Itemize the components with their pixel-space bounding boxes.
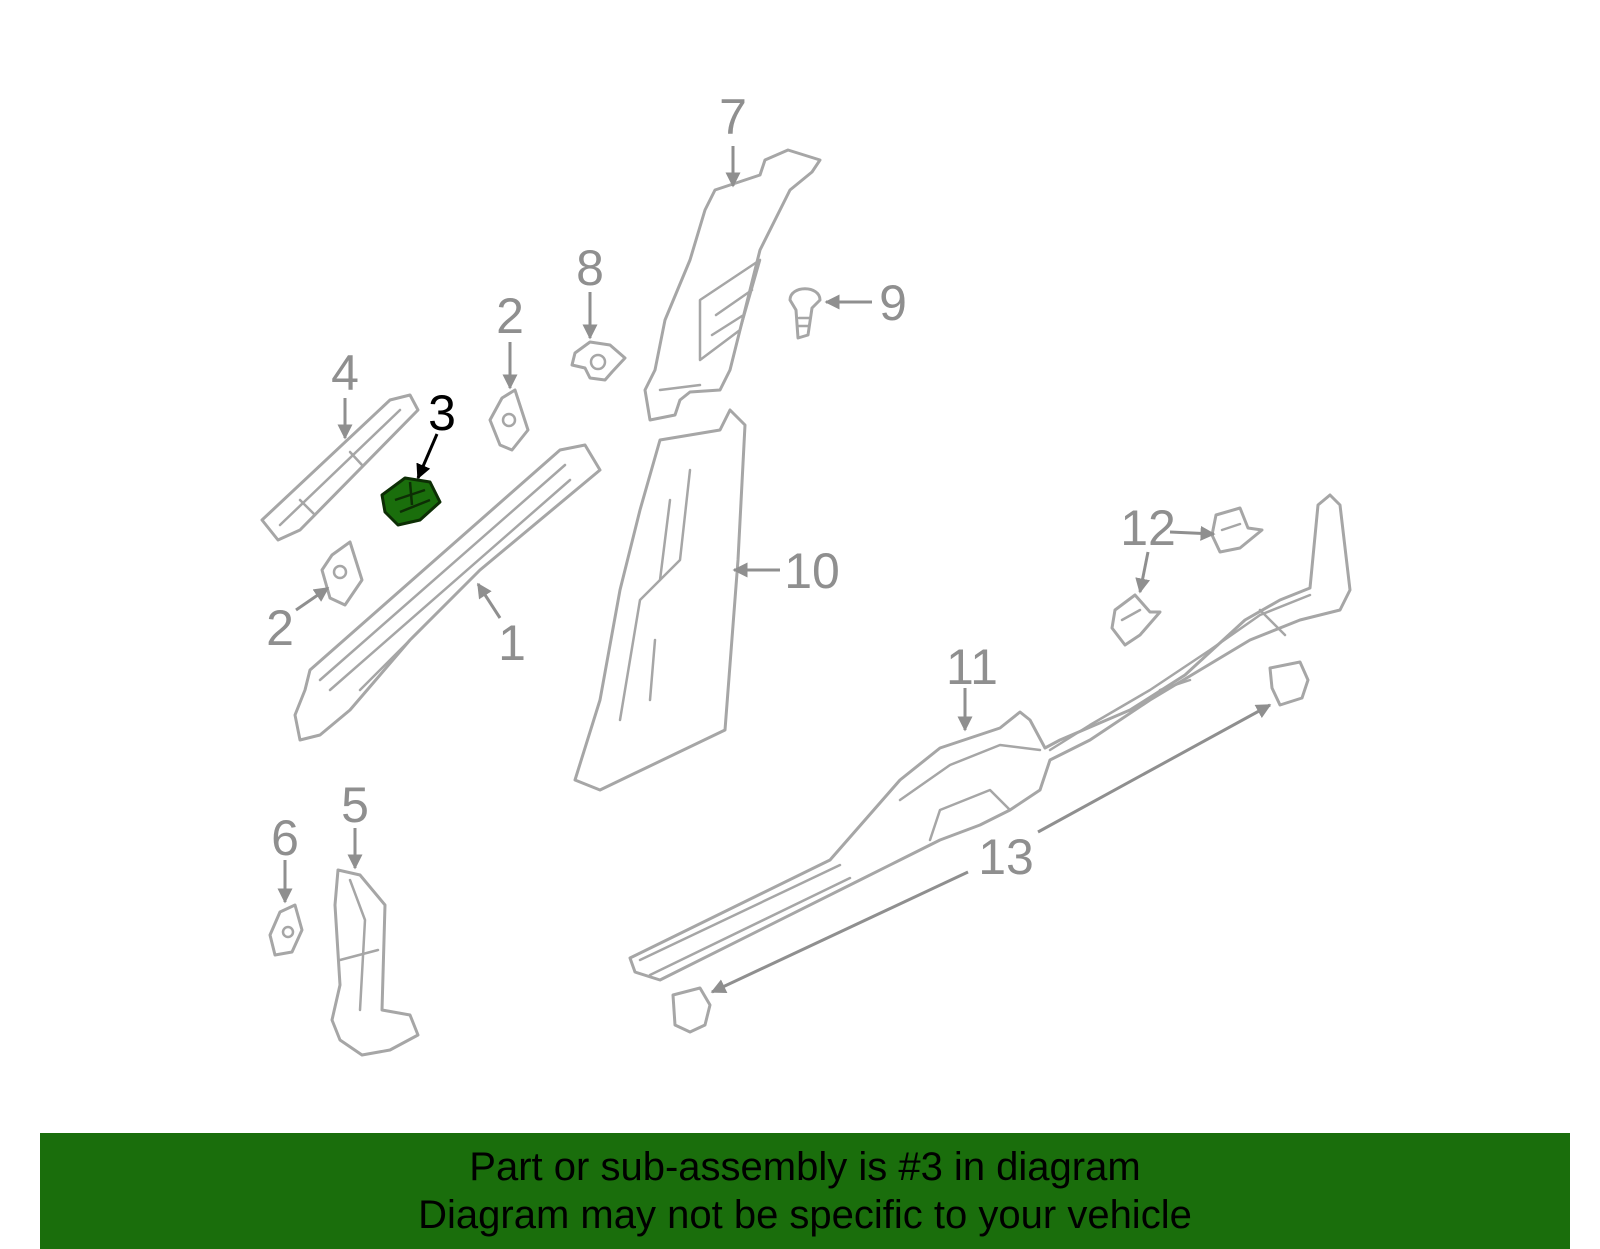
part-2-clip-lower[interactable]	[320, 540, 364, 607]
part-6-clip[interactable]	[268, 903, 304, 957]
banner-line-disclaimer: Diagram may not be specific to your vehi…	[418, 1193, 1192, 1237]
part-8-grommet[interactable]	[570, 340, 627, 382]
callout-8[interactable]: 8	[576, 240, 604, 296]
callout-5[interactable]: 5	[341, 777, 369, 833]
leader-lines	[277, 146, 1272, 994]
callout-10[interactable]: 10	[784, 543, 840, 599]
callout-12[interactable]: 12	[1120, 500, 1176, 556]
callout-6[interactable]: 6	[271, 810, 299, 866]
callout-3-highlighted[interactable]: 3	[428, 385, 456, 441]
callout-9[interactable]: 9	[879, 275, 907, 331]
callout-1[interactable]: 1	[498, 615, 526, 671]
banner-line-part-number: Part or sub-assembly is #3 in diagram	[469, 1145, 1141, 1189]
part-11-13-sill-trim[interactable]	[628, 493, 1352, 982]
part-3-highlighted-clip[interactable]	[380, 476, 442, 527]
diagram-notice-banner: Part or sub-assembly is #3 in diagram Di…	[40, 1133, 1570, 1249]
part-10-pillar-lower-trim[interactable]	[573, 408, 747, 792]
callout-7[interactable]: 7	[719, 89, 747, 145]
part-12-clip-lower[interactable]	[1110, 593, 1162, 647]
part-12-clip-upper[interactable]	[1210, 506, 1264, 554]
callout-4[interactable]: 4	[331, 345, 359, 401]
part-13-clip-left[interactable]	[671, 986, 712, 1034]
callout-13[interactable]: 13	[978, 829, 1034, 885]
callout-11[interactable]: 11	[946, 639, 998, 695]
part-13-clip-right[interactable]	[1268, 660, 1310, 707]
part-4-trim-strip[interactable]	[260, 393, 420, 542]
callout-2-lower[interactable]: 2	[266, 600, 294, 656]
part-9-push-pin[interactable]	[788, 287, 822, 340]
callout-2-upper[interactable]: 2	[496, 288, 524, 344]
part-5-lower-trim[interactable]	[330, 868, 420, 1057]
part-7-upper-pillar-trim[interactable]	[643, 148, 822, 422]
part-2-clip-upper[interactable]	[488, 388, 530, 452]
part-1-kick-trim[interactable]	[293, 443, 602, 742]
